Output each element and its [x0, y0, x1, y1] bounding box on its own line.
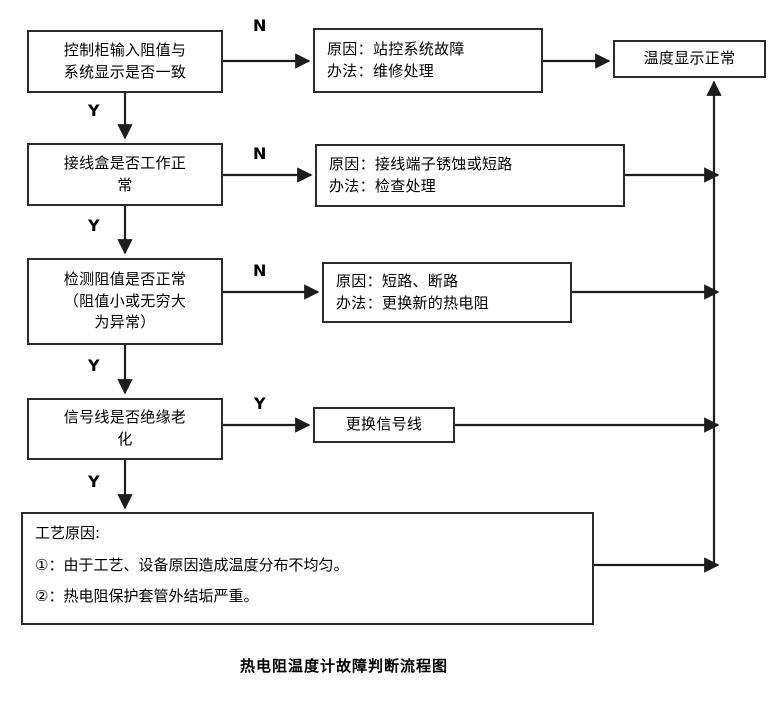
diagram-caption: 热电阻温度计故障判断流程图 [240, 657, 449, 675]
branch-label-n2: N [253, 144, 267, 163]
decision-node-3-label: 检测阻值是否正常 （阻值小或无穷大 为异常） [63, 269, 187, 332]
result-node-2[interactable]: 原因：接线端子锈蚀或短路 办法：检查处理 [315, 144, 625, 207]
decision-node-1-label: 控制柜输入阻值与 系统显示是否一致 [63, 40, 187, 81]
process-reason-box[interactable]: 工艺原因: ①：由于工艺、设备原因造成温度分布不均匀。 ②：热电阻保护套管外结垢… [21, 512, 594, 625]
result-node-1-label: 原因：站控系统故障 办法：维修处理 [327, 39, 465, 80]
branch-label-y3: Y [88, 356, 100, 375]
branch-label-y2: Y [88, 216, 100, 235]
process-reason-item-2: ②：热电阻保护套管外结垢严重。 [35, 587, 259, 605]
result-node-1[interactable]: 原因：站控系统故障 办法：维修处理 [313, 28, 543, 93]
decision-node-1[interactable]: 控制柜输入阻值与 系统显示是否一致 [27, 30, 223, 93]
decision-node-4[interactable]: 信号线是否绝缘老 化 [27, 398, 223, 460]
result-node-4-label: 更换信号线 [345, 415, 423, 434]
decision-node-2-label: 接线盒是否工作正 常 [63, 153, 187, 194]
branch-label-n1: N [253, 16, 267, 35]
result-node-3[interactable]: 原因：短路、断路 办法：更换新的热电阻 [322, 262, 572, 323]
branch-label-y4: Y [88, 472, 100, 491]
result-node-2-label: 原因：接线端子锈蚀或短路 办法：检查处理 [329, 154, 513, 195]
decision-node-2[interactable]: 接线盒是否工作正 常 [27, 143, 223, 206]
result-node-4[interactable]: 更换信号线 [313, 407, 455, 443]
branch-label-y1: Y [88, 101, 100, 120]
branch-label-y-signal: Y [254, 394, 266, 413]
decision-node-4-label: 信号线是否绝缘老 化 [63, 408, 187, 448]
result-node-3-label: 原因：短路、断路 办法：更换新的热电阻 [336, 271, 490, 312]
process-reason-title: 工艺原因: [35, 524, 101, 542]
decision-node-3[interactable]: 检测阻值是否正常 （阻值小或无穷大 为异常） [27, 258, 223, 345]
terminal-node-label: 温度显示正常 [643, 49, 736, 68]
process-reason-item-1: ①：由于工艺、设备原因造成温度分布不均匀。 [35, 555, 349, 574]
branch-label-n3: N [253, 261, 267, 280]
terminal-node-normal-display[interactable]: 温度显示正常 [613, 40, 766, 78]
